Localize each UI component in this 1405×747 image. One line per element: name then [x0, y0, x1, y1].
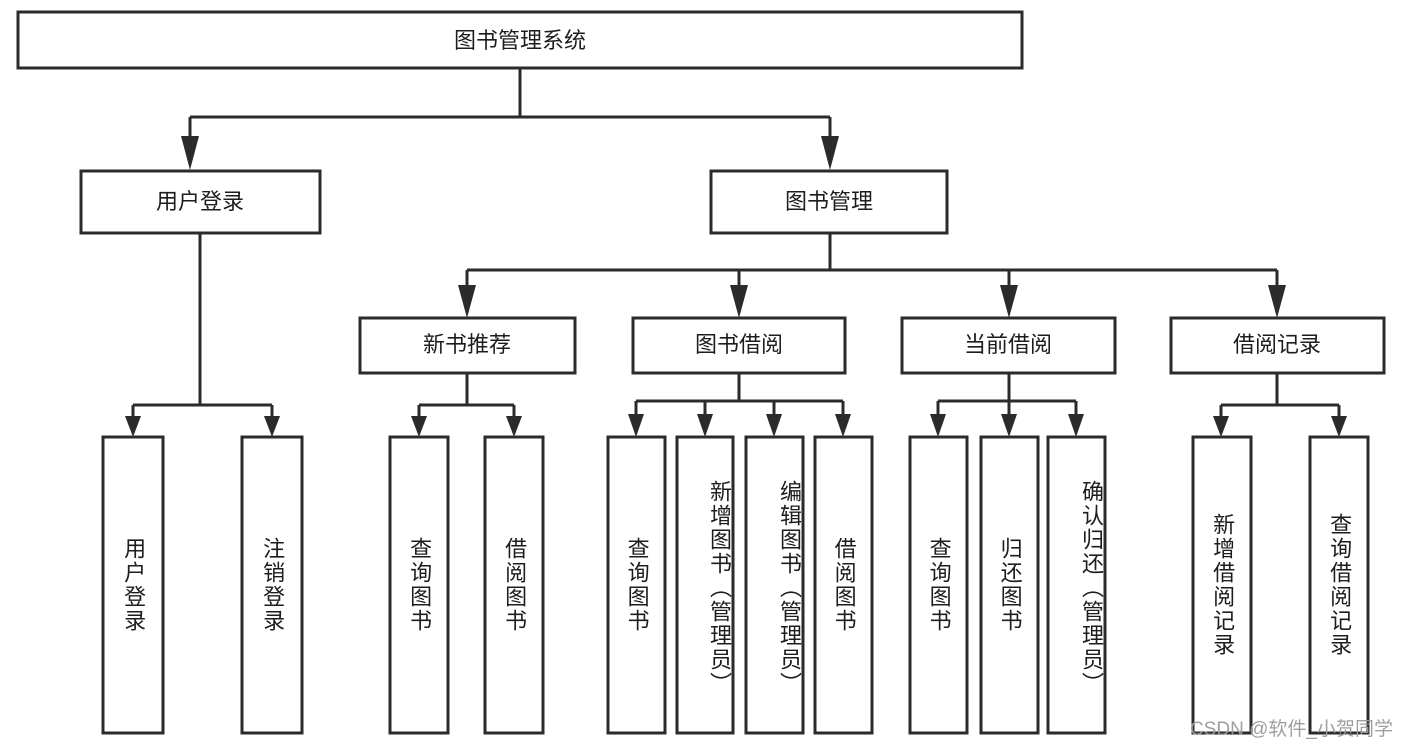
arrowhead-leaf-query-book-1	[411, 416, 427, 437]
arrowhead-current-borrow	[1000, 285, 1018, 318]
node-user-login[interactable]	[79, 169, 322, 235]
arrowhead-leaf-add-book	[697, 414, 713, 437]
node-leaf-query-book-1[interactable]	[388, 435, 450, 735]
node-leaf-return-book[interactable]	[979, 435, 1040, 735]
arrowhead-leaf-query-book-3	[930, 414, 946, 437]
arrowhead-user-login	[181, 136, 199, 170]
node-book-borrow[interactable]	[631, 316, 847, 375]
node-leaf-add-record[interactable]	[1191, 435, 1253, 735]
arrowhead-leaf-user-login	[125, 416, 141, 437]
node-leaf-edit-book[interactable]	[744, 435, 805, 735]
arrowhead-new-book-recommend	[458, 285, 476, 318]
arrowhead-leaf-query-record	[1331, 416, 1347, 437]
node-root-label: 图书管理系统	[454, 28, 586, 53]
node-borrow-record-label: 借阅记录	[1233, 332, 1321, 357]
node-new-book-recommend-label: 新书推荐	[423, 332, 511, 357]
node-book-manage[interactable]	[709, 169, 949, 235]
arrowhead-leaf-borrow-book-1	[506, 416, 522, 437]
arrowhead-leaf-query-book-2	[628, 414, 644, 437]
node-borrow-record[interactable]	[1169, 316, 1386, 375]
arrowhead-leaf-add-record	[1213, 416, 1229, 437]
arrowhead-leaf-logout	[264, 416, 280, 437]
node-book-borrow-label: 图书借阅	[695, 332, 783, 357]
arrowhead-leaf-edit-book	[766, 414, 782, 437]
arrowhead-leaf-borrow-book-2	[835, 414, 851, 437]
node-current-borrow-label: 当前借阅	[964, 332, 1052, 357]
node-leaf-user-login[interactable]	[101, 435, 165, 735]
node-current-borrow[interactable]	[900, 316, 1117, 375]
arrowhead-book-borrow	[730, 285, 748, 318]
node-leaf-confirm-return[interactable]	[1046, 435, 1107, 735]
node-leaf-logout[interactable]	[240, 435, 304, 735]
arrowhead-leaf-confirm-return	[1068, 414, 1084, 437]
node-leaf-query-book-3[interactable]	[908, 435, 969, 735]
node-leaf-query-record[interactable]	[1308, 435, 1370, 735]
arrowhead-leaf-return-book	[1001, 414, 1017, 437]
node-book-manage-label: 图书管理	[785, 189, 873, 214]
node-leaf-add-book[interactable]	[675, 435, 735, 735]
node-new-book-recommend[interactable]	[358, 316, 577, 375]
node-leaf-borrow-book-1[interactable]	[483, 435, 545, 735]
node-user-login-label: 用户登录	[156, 189, 244, 214]
arrowhead-borrow-record	[1268, 285, 1286, 318]
arrowhead-book-manage	[821, 136, 839, 170]
node-leaf-borrow-book-2[interactable]	[813, 435, 874, 735]
node-leaf-query-book-2[interactable]	[606, 435, 667, 735]
node-root[interactable]	[16, 10, 1024, 70]
